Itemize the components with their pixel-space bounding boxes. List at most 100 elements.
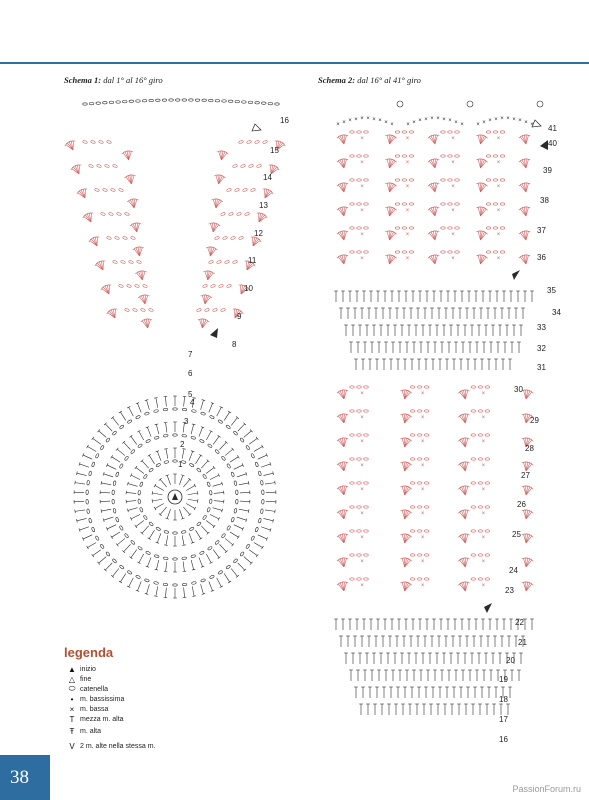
stitch-mark: [229, 531, 239, 538]
chain-mark: [163, 530, 169, 534]
stitch-mark: [139, 247, 143, 257]
chain-mark: [228, 99, 234, 103]
chain-mark: [119, 565, 125, 570]
chain-mark: [470, 409, 476, 413]
stitch-mark: [463, 390, 466, 400]
stitch-mark: [253, 542, 263, 548]
stitch-mark: [107, 524, 117, 530]
row-number: 23: [505, 586, 514, 595]
chain-mark: [136, 260, 142, 264]
stitch-top: [466, 461, 470, 464]
stitch-top: [153, 483, 157, 488]
stitch-mark: [389, 208, 396, 217]
chain-mark: [202, 515, 207, 520]
row-number: 27: [521, 471, 530, 480]
chain-mark: [363, 385, 369, 389]
stitch-top: [249, 429, 253, 433]
chain-mark: [218, 419, 223, 424]
stitch-mark: [404, 511, 411, 520]
sc-mark: ×: [421, 559, 425, 565]
end-triangle-icon: [251, 123, 262, 132]
chain-mark: [153, 581, 159, 585]
chain-mark: [477, 529, 483, 533]
stitch-top: [344, 485, 349, 488]
legend-label: fine: [80, 675, 92, 683]
chain-mark: [484, 409, 490, 413]
stitch-mark: [339, 231, 345, 241]
stitch-mark: [521, 183, 527, 193]
stitch-mark: [525, 438, 529, 448]
stitch-mark: [434, 207, 438, 217]
sc-mark: ×: [460, 122, 464, 128]
stitch-mark: [276, 141, 280, 151]
stitch-mark: [137, 247, 140, 257]
chain-mark: [250, 453, 255, 459]
chain-mark: [143, 474, 148, 479]
stitch-mark: [276, 144, 285, 151]
picot-mark: [536, 100, 544, 108]
chain-mark: [202, 284, 208, 288]
start-triangle-icon: [540, 140, 548, 150]
chain-mark: [492, 202, 499, 206]
stitch-mark: [525, 558, 529, 568]
stitch-mark: [463, 462, 466, 472]
schema1-label: Schema 1:: [64, 75, 102, 85]
stitch-top: [212, 524, 216, 529]
stitch-mark: [224, 538, 233, 546]
row-number: 12: [254, 229, 263, 238]
chain-mark: [191, 409, 197, 413]
stitch-mark: [212, 223, 214, 233]
sc-mark: ×: [406, 184, 410, 190]
stitch-mark: [341, 438, 345, 448]
stitch-mark: [214, 199, 217, 209]
stitch-top: [530, 534, 534, 538]
stitch-mark: [430, 231, 436, 241]
stitch-mark: [389, 135, 394, 145]
stitch-mark: [190, 559, 194, 570]
stitch-mark: [231, 568, 238, 577]
stitch-mark: [389, 136, 396, 145]
stitch-top: [137, 430, 141, 433]
stitch-mark: [201, 319, 205, 329]
stitch-mark: [523, 486, 527, 496]
stitch-mark: [428, 136, 436, 145]
chain-mark: [181, 407, 188, 412]
stitch-mark: [465, 462, 469, 472]
chain-mark: [485, 250, 492, 254]
stitch-mark: [201, 319, 207, 329]
sc-mark: ×: [430, 116, 434, 122]
stitch-mark: [260, 526, 271, 531]
stitch-top: [217, 517, 220, 521]
stitch-mark: [117, 448, 126, 456]
stitch-mark: [404, 558, 407, 568]
stitch-mark: [480, 135, 485, 145]
stitch-top: [190, 450, 195, 453]
stitch-top: [201, 399, 206, 401]
stitch-mark: [181, 448, 185, 459]
stitch-top: [221, 481, 223, 486]
stitch-mark: [187, 498, 198, 502]
sc-mark: ×: [497, 184, 501, 190]
stitch-mark: [92, 549, 102, 556]
stitch-mark: [343, 510, 347, 520]
chain-mark: [424, 553, 430, 557]
row-number: 41: [548, 124, 557, 133]
stitch-top: [235, 575, 240, 578]
stitch-mark: [523, 390, 527, 400]
chain-mark: [485, 202, 492, 206]
stitch-mark: [257, 534, 267, 540]
stitch-mark: [339, 486, 345, 496]
stitch-mark: [339, 414, 345, 424]
start-triangle-icon: [484, 603, 492, 613]
sc-mark: ×: [406, 136, 410, 142]
stitch-mark: [521, 159, 527, 169]
stitch-mark: [276, 142, 283, 151]
stitch-mark: [128, 151, 132, 161]
stitch-top: [110, 535, 113, 539]
stitch-top: [153, 506, 157, 511]
chain-mark: [410, 481, 416, 485]
row-number: 7: [188, 350, 193, 359]
stitch-top: [188, 513, 192, 517]
stitch-mark: [216, 577, 222, 587]
stitch-mark: [430, 135, 436, 145]
